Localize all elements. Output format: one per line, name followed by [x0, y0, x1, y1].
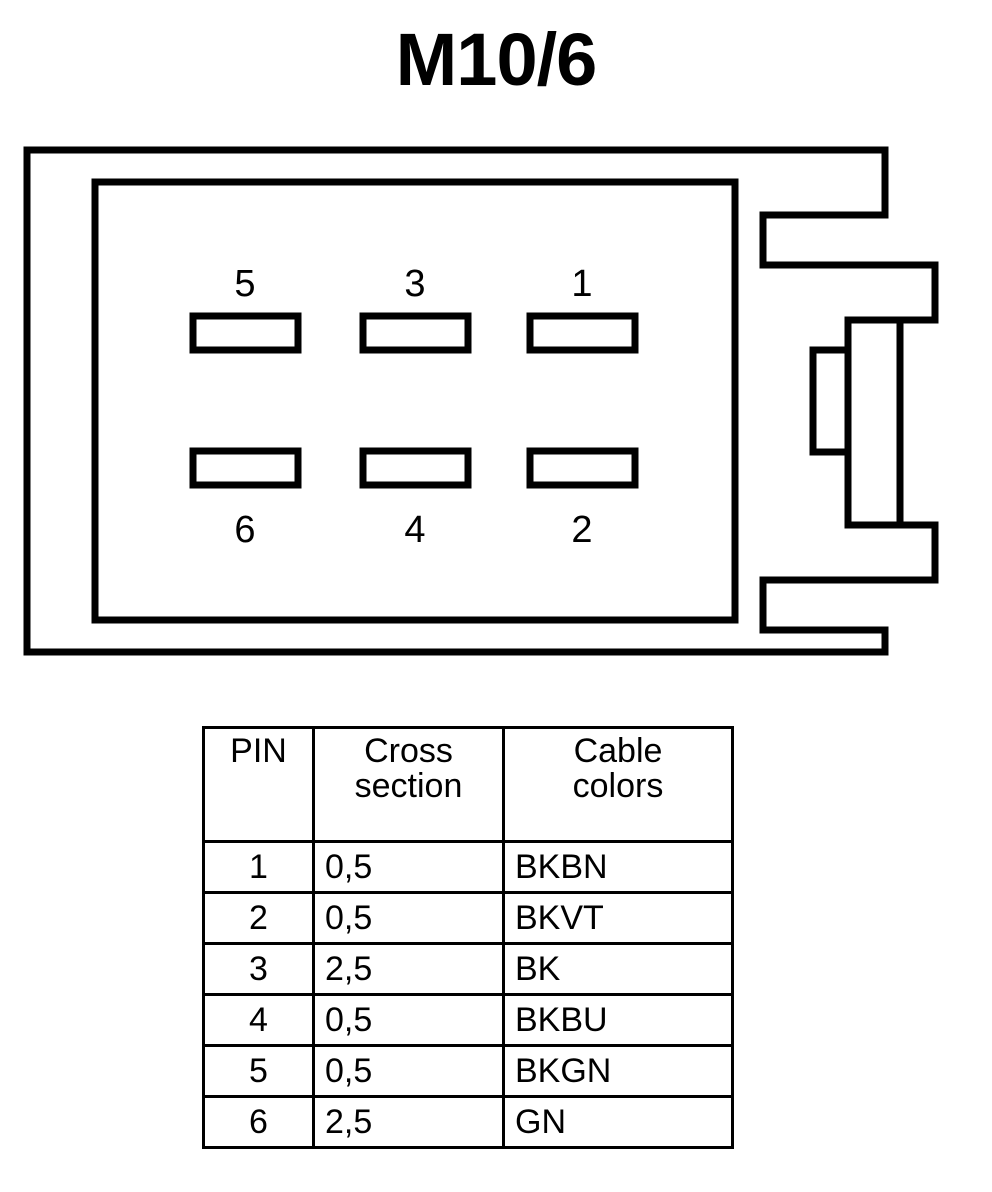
pin-label-6: 6: [234, 509, 255, 551]
pin-label-2: 2: [571, 509, 592, 551]
cell-pin: 2: [202, 891, 315, 945]
column-header-pin: PIN: [202, 726, 315, 843]
latch-inner-tab: [809, 346, 852, 456]
header-cross-line1: Cross: [364, 732, 453, 770]
table-row: 5 0,5 BKGN: [202, 1044, 734, 1098]
pin-table-body: 1 0,5 BKBN 2 0,5 BKVT 3 2,5 BK 4 0,5 BKB…: [202, 840, 734, 1149]
column-header-cable-colors: Cable colors: [502, 726, 734, 843]
pin-table-container: PIN Cross section Cable colors 1 0,5 BKB…: [202, 726, 734, 1149]
page-title: M10/6: [395, 18, 598, 101]
cell-cross: 0,5: [312, 993, 505, 1047]
pin-slot-5: [189, 312, 302, 354]
cell-pin: 1: [202, 840, 315, 894]
pin-slot-1: [526, 312, 639, 354]
pin-slot-6: [189, 447, 302, 489]
cell-cross: 2,5: [312, 942, 505, 996]
header-pin-text: PIN: [230, 732, 287, 770]
pin-label-3: 3: [404, 263, 425, 305]
connector-inner-frame: [91, 178, 739, 624]
pin-label-4: 4: [404, 509, 425, 551]
pin-label-5: 5: [234, 263, 255, 305]
header-color-line1: Cable: [573, 732, 663, 770]
pin-slot-3: [359, 312, 472, 354]
table-row: 6 2,5 GN: [202, 1095, 734, 1149]
latch-center-block: [844, 316, 904, 529]
cell-cross: 0,5: [312, 891, 505, 945]
header-cross-line2: section: [354, 766, 463, 805]
cell-color: BKBU: [502, 993, 734, 1047]
cell-cross: 2,5: [312, 1095, 505, 1149]
pin-slot-2: [526, 447, 639, 489]
cell-color: BKGN: [502, 1044, 734, 1098]
table-row: 3 2,5 BK: [202, 942, 734, 996]
table-row: 2 0,5 BKVT: [202, 891, 734, 945]
cell-color: BK: [502, 942, 734, 996]
header-color-line2: colors: [572, 766, 664, 805]
connector-diagram: 5 3 1 6 4 2: [0, 130, 992, 670]
cell-pin: 4: [202, 993, 315, 1047]
pin-label-1: 1: [571, 263, 592, 305]
cell-color: GN: [502, 1095, 734, 1149]
table-row: 4 0,5 BKBU: [202, 993, 734, 1047]
column-header-cross-section: Cross section: [312, 726, 505, 843]
pin-slot-4: [359, 447, 472, 489]
cell-cross: 0,5: [312, 840, 505, 894]
cell-cross: 0,5: [312, 1044, 505, 1098]
pin-table: PIN Cross section Cable colors 1 0,5 BKB…: [202, 726, 734, 1149]
cell-pin: 6: [202, 1095, 315, 1149]
cell-pin: 5: [202, 1044, 315, 1098]
cell-color: BKVT: [502, 891, 734, 945]
table-row: 1 0,5 BKBN: [202, 840, 734, 894]
cell-pin: 3: [202, 942, 315, 996]
cell-color: BKBN: [502, 840, 734, 894]
table-header-row: PIN Cross section Cable colors: [202, 726, 734, 843]
